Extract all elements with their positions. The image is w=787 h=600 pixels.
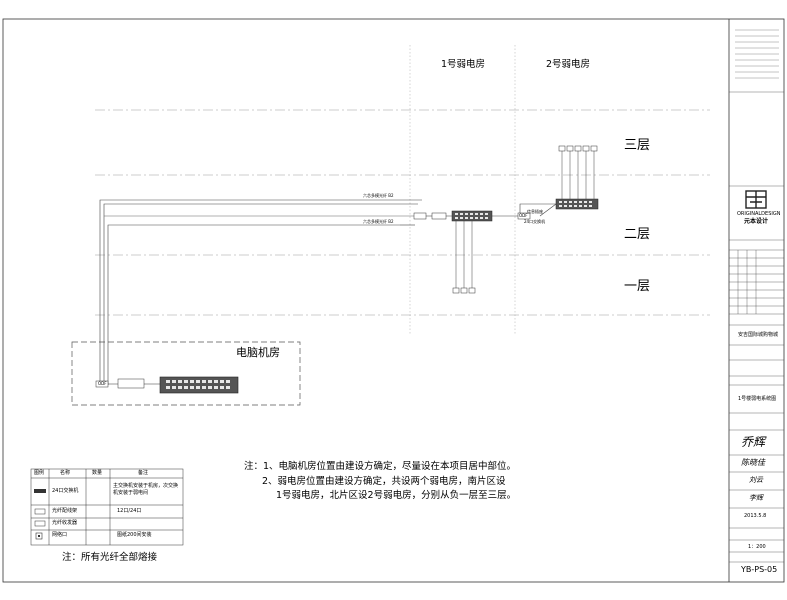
legend-header-name: 名称: [60, 470, 71, 476]
converter-main: [117, 378, 145, 389]
legend-table-grid: [30, 468, 184, 546]
floor-label-1: 一层: [624, 279, 651, 294]
floor-lines: [95, 109, 710, 316]
odf-tag-main: ODF: [98, 381, 107, 386]
legend-header-symbol: 图例: [34, 470, 45, 476]
fiber-label-2: 六芯多模光纤 B2: [363, 219, 394, 224]
line-note-room2: 信息插座: [527, 209, 543, 214]
legend-row-1-remark: 主交换机安装于机房，次交换机安装于弱电间: [113, 483, 179, 496]
note-line-1: 注：1、电脑机房位置由建设方确定，尽量设在本项目居中部位。: [244, 461, 517, 472]
legend-row-2-remark: 12口/24口: [117, 508, 142, 514]
note-line-2: 2、弱电房位置由建设方确定，共设两个弱电房，南片区设: [262, 476, 506, 487]
fiber-label-1: 六芯多模光纤 B2: [363, 193, 394, 198]
switch-room1: [451, 210, 493, 222]
note-line-3: 1号弱电房，北片区设2号弱电房，分别从负一层至三层。: [276, 490, 517, 501]
legend-row-4-remark: 图纸200间安装: [117, 532, 152, 538]
sheet-number: YB-PS-05: [741, 565, 778, 574]
drawing-title: 1号楼弱电系统图: [738, 396, 777, 402]
legend-header-qty: 数量: [92, 470, 103, 476]
computer-room-box: [71, 341, 301, 406]
room1-equipment: [413, 210, 493, 294]
signature-approver: 李辉: [749, 494, 763, 502]
legend-row-1-name: 24口交换机: [52, 488, 79, 494]
computer-room-equipment: [95, 376, 239, 394]
company-logo: [745, 190, 767, 209]
floor-label-2: 二层: [624, 227, 651, 242]
odf-tag-room2: ODF: [519, 213, 528, 218]
drawing-scale: 1：200: [748, 544, 766, 550]
odf-box-room1: [413, 212, 427, 220]
note-bottom: 注：所有光纤全部熔接: [62, 552, 158, 563]
core-switch: [159, 376, 239, 394]
legend-row-2-name: 光纤配线架: [52, 508, 78, 514]
drawing-date: 2013.5.8: [744, 513, 767, 519]
floor-label-3: 三层: [624, 138, 651, 153]
odf-box-room2: [517, 212, 531, 220]
legend-symbols: [34, 489, 46, 540]
legend-row-4-name: 网络口: [52, 532, 68, 538]
company-name-en: ORIGINALDESIGN: [737, 211, 781, 217]
fiber-lines: [99, 199, 557, 385]
legend-header-remark: 备注: [138, 470, 149, 476]
titleblock-grid: [729, 91, 784, 563]
switch-room2: [555, 198, 599, 210]
switch-tag-room2: 24口交换机: [524, 219, 546, 224]
project-name: 安吉国际城购物城: [738, 332, 779, 338]
signature-designer: 乔辉: [741, 435, 766, 449]
computer-room-label: 电脑机房: [236, 346, 280, 359]
room1-label: 1号弱电房: [441, 59, 486, 70]
converter-room1: [431, 212, 447, 220]
room2-equipment: [517, 145, 599, 220]
signature-checker: 陈晓佳: [741, 458, 765, 467]
company-name-cn: 元本设计: [744, 218, 769, 225]
legend-row-3-name: 光纤收发器: [52, 520, 78, 526]
titleblock-fineprint: [735, 29, 779, 79]
room2-label: 2号弱电房: [546, 59, 591, 70]
signature-reviewer: 刘云: [749, 476, 763, 484]
sheet-border: [2, 18, 785, 583]
